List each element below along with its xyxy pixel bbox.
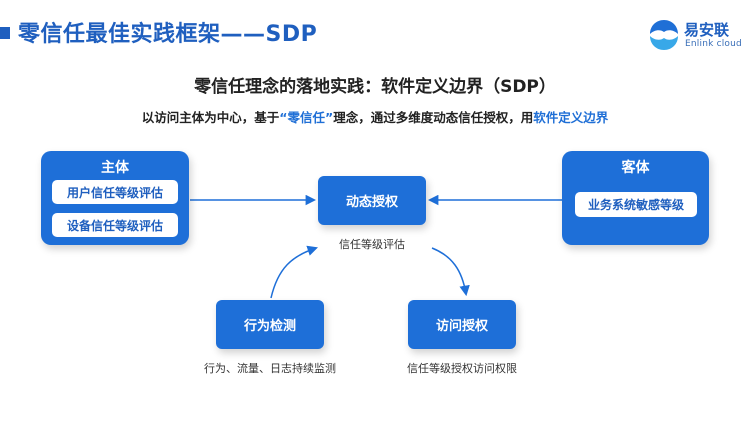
business-sensitivity-chip: 业务系统敏感等级 <box>575 192 697 217</box>
behavior-to-center-arrow <box>270 245 318 299</box>
description: 以访问主体为中心，基于“零信任”理念，通过多维度动态信任授权，用软件定义边界 <box>0 107 750 126</box>
device-trust-level-chip: 设备信任等级评估 <box>52 213 178 237</box>
description-part1: 以访问主体为中心，基于 <box>141 110 280 125</box>
subject-title: 主体 <box>101 160 129 176</box>
section-subtitle: 零信任理念的落地实践：软件定义边界（SDP） <box>194 77 556 97</box>
dynamic-authorization-node: 动态授权 <box>318 176 426 225</box>
behavior-detection-caption: 行为、流量、日志持续监测 <box>204 362 336 375</box>
description-highlight-sdp: 软件定义边界 <box>533 110 609 125</box>
center-to-access-arrow <box>431 247 470 297</box>
behavior-detection-node: 行为检测 <box>216 300 324 349</box>
header: 零信任最佳实践框架——SDP 易安联 Enlink cloud <box>0 0 750 62</box>
enlink-logo-icon <box>650 20 678 50</box>
subject-panel: 主体 用户信任等级评估 设备信任等级评估 <box>41 151 189 245</box>
description-part2: 理念，通过多维度动态信任授权，用 <box>333 110 534 125</box>
description-highlight-zero-trust: “零信任” <box>279 110 334 125</box>
user-trust-level-chip: 用户信任等级评估 <box>52 180 178 204</box>
object-panel: 客体 业务系统敏感等级 <box>562 151 709 245</box>
logo: 易安联 Enlink cloud <box>648 18 744 52</box>
object-title: 客体 <box>621 160 650 176</box>
access-authorization-caption: 信任等级授权访问权限 <box>407 362 517 375</box>
page-title: 零信任最佳实践框架——SDP <box>18 22 318 47</box>
logo-subtitle: Enlink cloud <box>685 39 742 49</box>
access-authorization-node: 访问授权 <box>408 300 516 349</box>
title-marker <box>0 27 10 39</box>
dynamic-authorization-caption: 信任等级评估 <box>339 238 405 251</box>
logo-name: 易安联 <box>684 21 730 39</box>
